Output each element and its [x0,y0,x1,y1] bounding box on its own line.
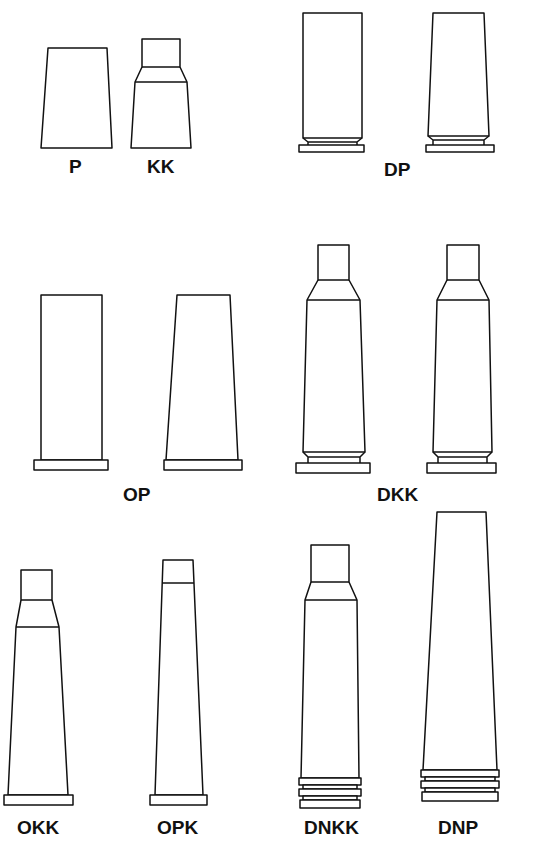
case-type-label: DNP [438,818,478,837]
case-type-label: P [69,157,82,176]
case-opk [150,560,207,805]
case-type-label: KK [147,157,174,176]
case-type-label: DKK [377,485,418,504]
case-type-label: DP [384,160,410,179]
case-dnkk [299,545,361,808]
case-p [41,48,112,148]
case-dkk-right [427,245,496,473]
case-okk [4,570,73,805]
case-op-tapered [164,295,242,470]
case-dkk-left [296,245,370,473]
case-kk [131,39,191,148]
case-type-label: DNKK [304,818,359,837]
case-op-straight [34,295,108,470]
case-type-label: OP [123,485,150,504]
case-dp-tapered [426,13,494,152]
case-type-label: OPK [157,818,198,837]
case-dnp [421,512,499,801]
case-dp-straight [299,13,364,152]
case-type-label: OKK [17,818,59,837]
